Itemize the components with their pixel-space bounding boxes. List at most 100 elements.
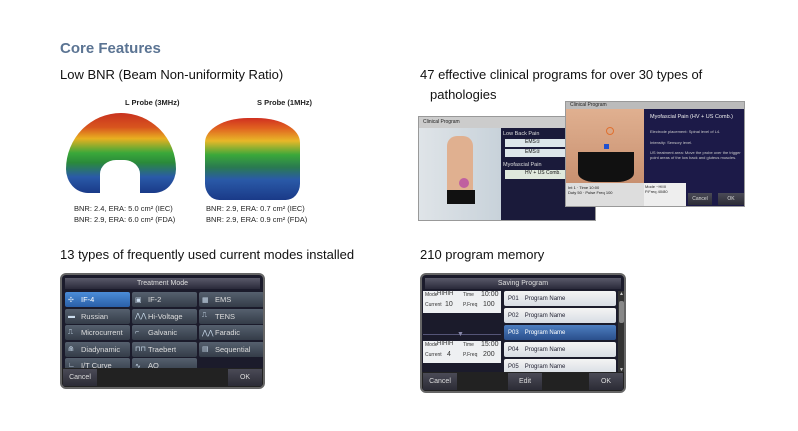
mode-icon: ▦ xyxy=(202,296,209,304)
mode-button[interactable]: ⋀⋀Hi-Voltage xyxy=(132,308,197,324)
ok-button[interactable]: OK xyxy=(589,373,623,390)
mode-label: TENS xyxy=(215,311,236,321)
mode-button[interactable]: ⋀⋀Faradic xyxy=(199,325,263,340)
program-heading: Myofascial Pain (HV + US Comb.) xyxy=(650,114,733,120)
mode-icon: ⋀⋀ xyxy=(202,329,214,337)
mode-button[interactable]: ▬ Russian xyxy=(65,308,130,324)
mode-button[interactable]: ⎍ TENS xyxy=(199,308,263,324)
plot-gap xyxy=(100,160,140,195)
program-id: P05 xyxy=(508,363,519,370)
params-right: Int 1 · Time 10:00 Duty 50 · Pulse Freq … xyxy=(568,185,613,195)
mode-icon: ⋀⋀ xyxy=(135,313,147,320)
mode-icon: ▣ xyxy=(135,296,142,304)
mode-label: AQ xyxy=(148,361,159,370)
mode-button[interactable]: ⋒ Diadynamic xyxy=(65,341,130,357)
program-desc-1: Electrode placement: Spinal level of L4. xyxy=(650,129,721,134)
screen-title: Clinical Program xyxy=(419,117,595,128)
mode-icon: ∟ xyxy=(68,362,75,369)
scrollbar[interactable]: ▲ ▼ xyxy=(618,291,624,373)
group-low-back-pain[interactable]: Low Back Pain xyxy=(503,131,540,137)
program-id: P04 xyxy=(508,346,519,353)
screen-title: Treatment Mode xyxy=(65,278,260,289)
mode-label: Diadynamic xyxy=(81,344,121,354)
cancel-button[interactable]: Cancel xyxy=(423,373,457,390)
mode-icon: ▤ xyxy=(202,346,209,353)
mode-icon: ∿ xyxy=(135,362,141,370)
memory-caption: 210 program memory xyxy=(420,247,545,262)
s-probe-beam-plot xyxy=(205,118,300,200)
mode-label: Russian xyxy=(81,311,109,321)
mode-button[interactable]: ⎍ Microcurrent xyxy=(65,325,130,340)
mode-label: I/T Curve xyxy=(81,361,112,370)
mode-icon: ✣ xyxy=(68,296,74,304)
section-title: Core Features xyxy=(60,40,161,57)
screen-title: Saving Program xyxy=(425,278,621,289)
mode-button[interactable]: ⌐ Galvanic xyxy=(132,325,197,340)
mode-icon: ⎍ xyxy=(68,328,73,336)
modes-caption: 13 types of frequently used current mode… xyxy=(60,247,355,262)
program-desc-3: US treatment area: Move the probe over t… xyxy=(650,150,741,160)
program-ems-1[interactable]: EMS① xyxy=(505,139,595,147)
program-name: Program Name xyxy=(524,346,566,353)
program-slot[interactable]: P05 Program Name xyxy=(504,359,616,374)
ok-button[interactable]: OK xyxy=(228,369,262,386)
program-hv-us[interactable]: HV + US Comb. xyxy=(505,170,595,179)
params-left: Mode ~HIIII P.Freq 40/80 xyxy=(644,183,686,206)
group-myofascial-pain[interactable]: Myofascial Pain xyxy=(503,162,542,168)
ok-button[interactable]: OK xyxy=(718,193,744,205)
clinical-caption-2: pathologies xyxy=(430,87,497,102)
mode-button[interactable]: ✣ IF-4 xyxy=(65,292,130,307)
screen-title: Clinical Program xyxy=(566,102,744,109)
mode-button[interactable]: ⊓⊓Traebert xyxy=(132,341,197,357)
program-slot[interactable]: P02 Program Name xyxy=(504,308,616,323)
mode-button[interactable]: ▦ EMS xyxy=(199,292,263,307)
back-figure xyxy=(566,109,644,183)
body-figure xyxy=(419,128,501,220)
program-id: P03 xyxy=(508,329,519,336)
s-probe-iec: BNR: 2.9, ERA: 0.7 cm² (IEC) xyxy=(206,204,305,213)
program-id: P02 xyxy=(508,312,519,319)
scroll-thumb xyxy=(619,301,624,323)
mode-icon: ⊓⊓ xyxy=(135,346,146,353)
program-name: Program Name xyxy=(524,329,566,336)
program-name: Program Name xyxy=(524,363,566,370)
clinical-program-front-screen: Clinical Program Mode ~HIIII P.Freq 40/8… xyxy=(565,101,745,207)
mode-button[interactable]: ▣IF-2 xyxy=(132,292,197,307)
cancel-button[interactable]: Cancel xyxy=(63,369,97,386)
mode-label: Microcurrent xyxy=(81,328,123,337)
mode-icon: ⌐ xyxy=(135,329,140,336)
bnr-caption: Low BNR (Beam Non-uniformity Ratio) xyxy=(60,67,284,82)
mode-label: Sequential xyxy=(215,344,251,354)
mode-button[interactable]: ▤ Sequential xyxy=(199,341,263,357)
program-slot[interactable]: P04 Program Name xyxy=(504,342,616,357)
l-probe-fda: BNR: 2.9, ERA: 6.0 cm² (FDA) xyxy=(74,215,176,224)
mode-label: EMS xyxy=(215,295,232,304)
program-slot[interactable]: P03 Program Name xyxy=(504,325,616,340)
s-probe-label: S Probe (1MHz) xyxy=(257,98,313,107)
program-id: P01 xyxy=(508,295,519,302)
mode-label: IF-4 xyxy=(81,295,95,304)
arrow-down-icon: ▼ xyxy=(457,331,464,338)
mode-icon: ⋒ xyxy=(68,346,74,353)
program-desc-2: Intensity: Sensory level. xyxy=(650,140,693,145)
mode-icon: ⎍ xyxy=(202,312,207,319)
s-probe-fda: BNR: 2.9, ERA: 0.9 cm² (FDA) xyxy=(206,215,308,224)
cancel-button[interactable]: Cancel xyxy=(688,193,712,205)
l-probe-iec: BNR: 2.4, ERA: 5.0 cm² (IEC) xyxy=(74,204,173,213)
edit-button[interactable]: Edit xyxy=(508,373,542,390)
mode-icon: ▬ xyxy=(68,312,75,320)
clinical-caption: 47 effective clinical programs for over … xyxy=(420,67,703,82)
l-probe-label: L Probe (3MHz) xyxy=(125,98,180,107)
program-slot[interactable]: P01 Program Name xyxy=(504,291,616,306)
scroll-up-icon: ▲ xyxy=(619,291,624,297)
program-name: Program Name xyxy=(524,295,566,302)
program-ems-2[interactable]: EMS② xyxy=(505,149,595,157)
scroll-down-icon: ▼ xyxy=(619,367,624,373)
mode-label: Galvanic xyxy=(148,328,178,337)
program-name: Program Name xyxy=(524,312,566,319)
treatment-mode-screen: Treatment Mode ✣ IF-4 ▣IF-2 ▦ EMS ▬ Russian ⋀⋀H… xyxy=(60,273,265,389)
mode-label: Faradic xyxy=(215,328,241,337)
